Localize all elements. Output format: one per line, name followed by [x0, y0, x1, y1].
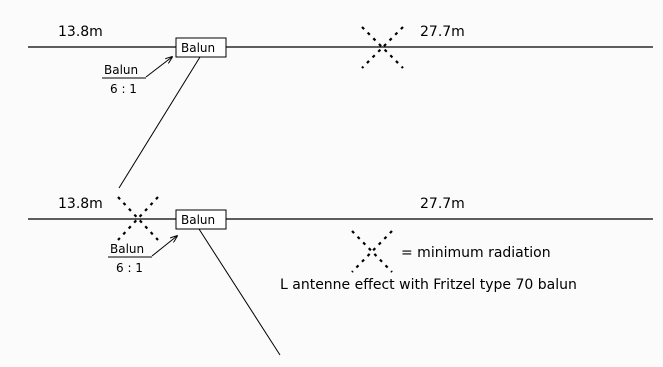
top-balun-ratio: 6 : 1 [110, 82, 137, 96]
top-short-leg-label: 13.8m [58, 24, 103, 40]
legend: = minimum radiation L antenne effect wit… [280, 230, 577, 293]
top-feed-line [118, 56, 201, 189]
top-minimum-radiation-marker [361, 26, 404, 69]
bottom-long-leg-label: 27.7m [420, 196, 465, 212]
bottom-antenna: 13.8m 27.7m Balun Balun 6 : 1 [28, 196, 653, 275]
top-balun-box-label: Balun [181, 41, 215, 55]
top-antenna: 13.8m 27.7m Balun Balun 6 : 1 [28, 24, 653, 96]
bottom-balun-note-label: Balun [110, 242, 144, 256]
bottom-short-leg-label: 13.8m [58, 196, 103, 212]
bottom-balun-ratio: 6 : 1 [116, 261, 143, 275]
bottom-balun-box-label: Balun [181, 213, 215, 227]
top-balun-note-label: Balun [104, 63, 138, 77]
bottom-balun-box [175, 209, 227, 230]
bottom-feed-line [198, 228, 281, 356]
top-long-leg-label: 27.7m [420, 24, 465, 40]
bottom-balun-note-arrow [151, 236, 177, 257]
legend-minimum-radiation-symbol [351, 230, 393, 273]
top-balun-note-arrow [145, 57, 172, 78]
top-balun-box [175, 37, 227, 58]
legend-symbol-meaning: = minimum radiation [401, 245, 551, 261]
legend-caption: L antenne effect with Fritzel type 70 ba… [280, 277, 577, 293]
bottom-minimum-radiation-marker [117, 196, 159, 241]
